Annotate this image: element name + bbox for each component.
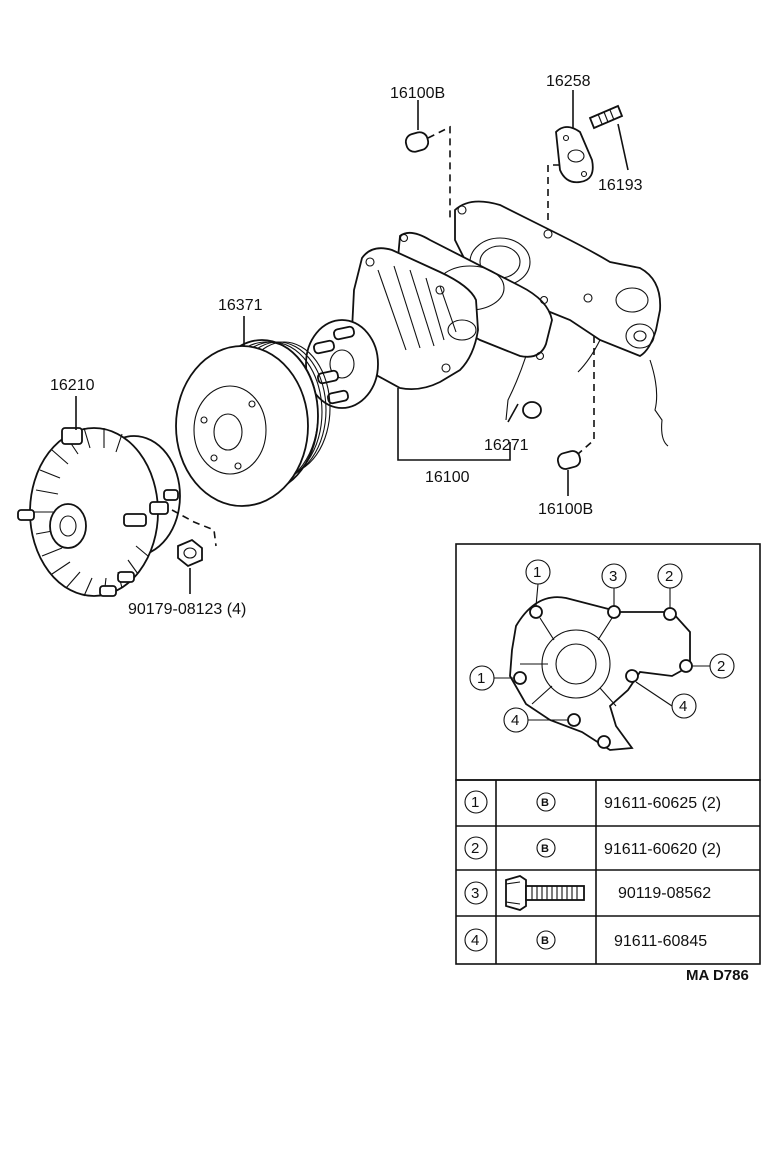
- bolt-table: 1 B 91611-60625 (2) 2 B 91611-60620 (2) …: [455, 779, 761, 965]
- svg-text:3: 3: [609, 568, 617, 585]
- callout-4-right: 4: [635, 681, 697, 719]
- svg-text:B: B: [541, 797, 549, 809]
- svg-text:1: 1: [533, 564, 541, 581]
- svg-text:2: 2: [717, 658, 725, 675]
- plug-upper-drawing: [404, 125, 451, 222]
- part-number: 91611-60625 (2): [604, 795, 721, 812]
- figure-reference: MA D786: [686, 967, 749, 984]
- label-16371: 16371: [218, 297, 263, 314]
- label-16100: 16100: [425, 469, 470, 486]
- label-nut: 90179-08123 (4): [128, 601, 246, 618]
- table-row: 4 B 91611-60845: [464, 928, 707, 952]
- callout-4-left: 4: [503, 707, 568, 733]
- label-16210: 16210: [50, 377, 95, 394]
- svg-text:1: 1: [471, 794, 479, 811]
- callout-2-right: 2: [692, 653, 735, 679]
- stud-drawing: [588, 104, 624, 130]
- callout-2-top: 2: [657, 563, 683, 608]
- svg-text:4: 4: [471, 932, 479, 949]
- fan-clutch-drawing: [17, 427, 181, 597]
- label-16100b-lower: 16100B: [538, 501, 593, 518]
- part-number: 90119-08562: [618, 885, 711, 902]
- callout-3: 3: [601, 563, 627, 606]
- table-row: 3 90119-08562: [464, 875, 711, 911]
- svg-text:2: 2: [665, 568, 673, 585]
- callout-1-top: 1: [525, 559, 551, 607]
- table-row: 1 B 91611-60625 (2): [464, 790, 721, 814]
- part-number: 91611-60620 (2): [604, 841, 721, 858]
- label-16271: 16271: [484, 437, 529, 454]
- water-pump-drawing: [305, 247, 542, 419]
- label-16100b-upper: 16100B: [390, 85, 445, 102]
- part-number: 91611-60845: [614, 933, 707, 950]
- plug-lower-drawing: [556, 336, 595, 470]
- table-row: 2 B 91611-60620 (2): [464, 836, 721, 860]
- callout-1-left: 1: [469, 665, 514, 691]
- svg-text:B: B: [541, 843, 549, 855]
- label-16258: 16258: [546, 73, 591, 90]
- svg-text:4: 4: [511, 712, 519, 729]
- svg-text:1: 1: [477, 670, 485, 687]
- nut-drawing: [171, 509, 217, 568]
- pulley-drawing: [175, 339, 331, 507]
- detail-housing-drawing: [509, 596, 693, 751]
- bolt-icon: [505, 875, 585, 911]
- gasket-top-drawing: [547, 126, 594, 224]
- svg-text:4: 4: [679, 698, 687, 715]
- svg-text:3: 3: [471, 885, 479, 902]
- svg-text:B: B: [541, 935, 549, 947]
- svg-text:2: 2: [471, 840, 479, 857]
- label-16193: 16193: [598, 177, 643, 194]
